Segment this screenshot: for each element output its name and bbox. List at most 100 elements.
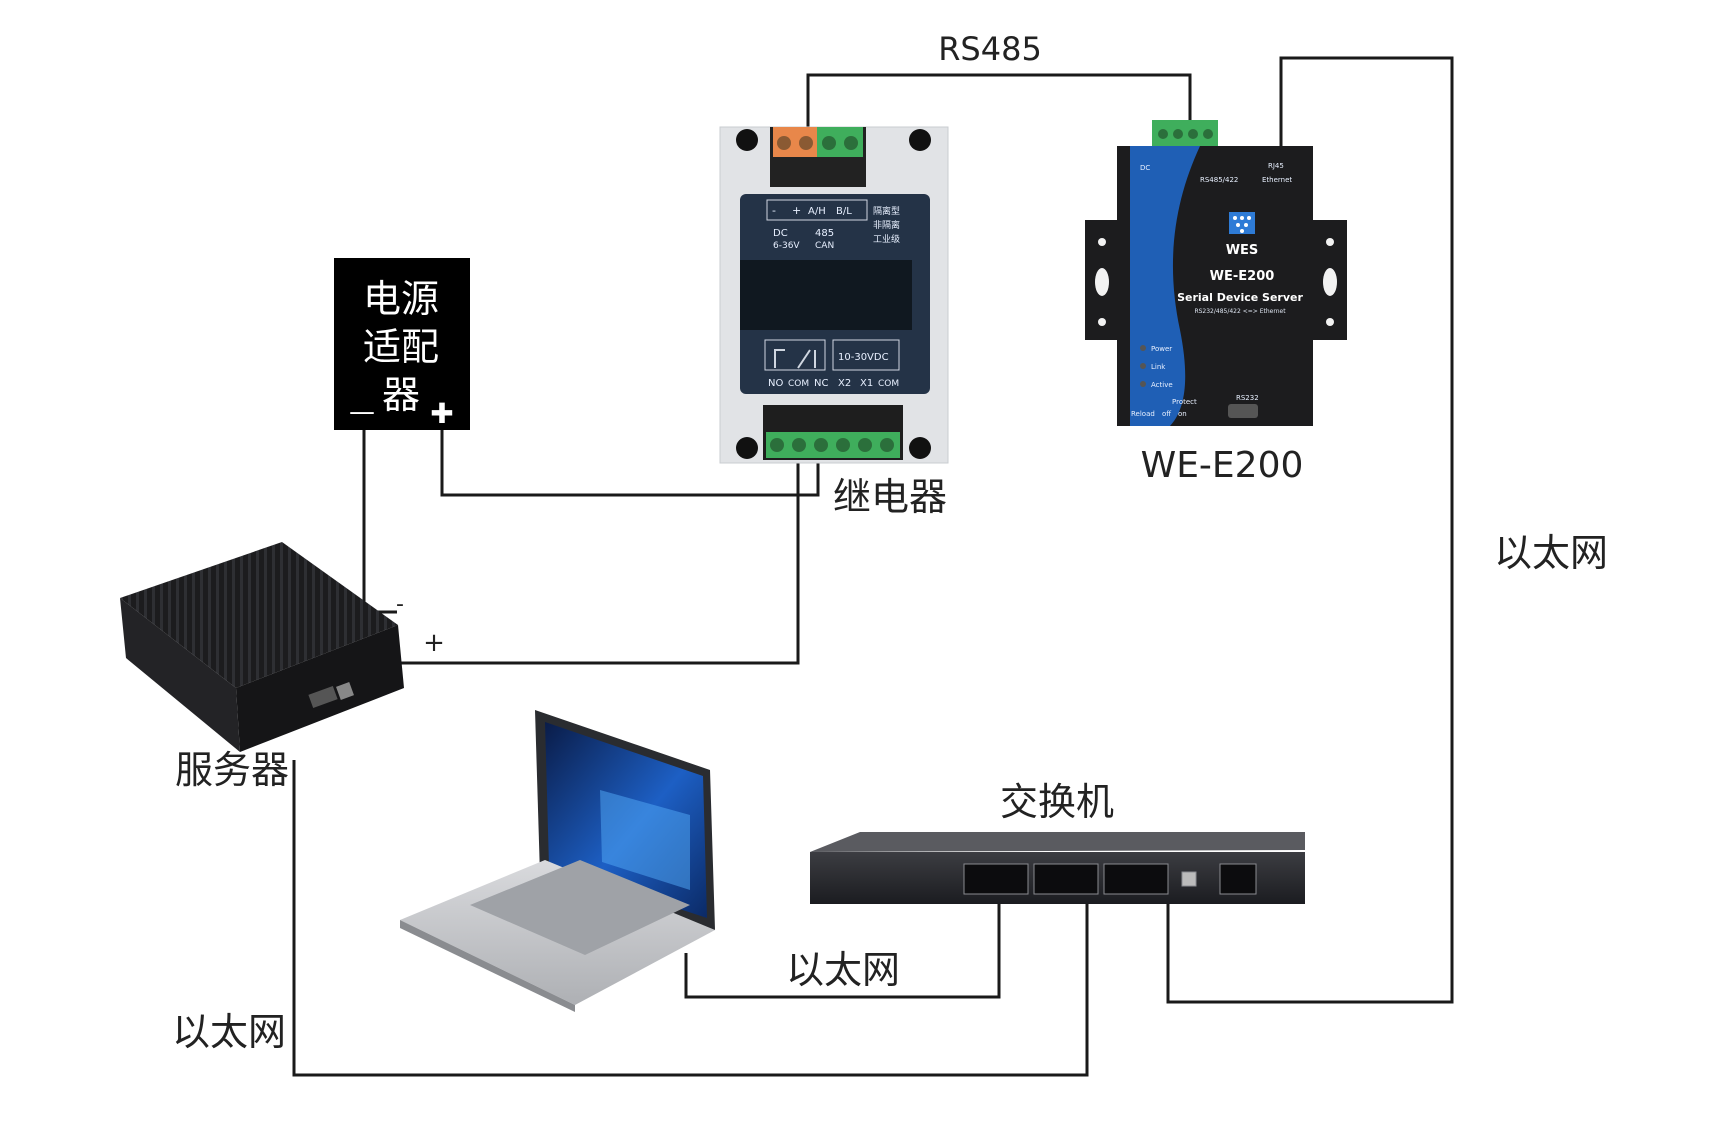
terminal-nc: NC [814, 378, 828, 389]
serial-port-icon [308, 685, 338, 709]
relay-terminal-ah: A/H [808, 206, 826, 217]
laptop [400, 710, 715, 1012]
rs485-wire [806, 73, 1192, 138]
power-adapter: 电源 适配 器 — ✚ [334, 258, 470, 430]
ethernet-label-laptop: 以太网 [786, 948, 900, 992]
ethernet-label-right: 以太网 [1494, 531, 1608, 575]
screw-icon [858, 438, 872, 452]
relay-terminal-bl: B/L [836, 206, 852, 217]
mount-hole-icon [1326, 238, 1334, 246]
we-e200-reload: Reload [1131, 410, 1155, 418]
we-e200-led-power: Power [1151, 345, 1172, 353]
screw-icon [822, 136, 836, 150]
power-adapter-label-line3: 器 [382, 373, 420, 417]
server-ethernet-wire [292, 760, 1089, 1077]
relay-label-panel [740, 260, 912, 330]
wires [292, 56, 1454, 1077]
terminal-x1: X1 [860, 378, 873, 389]
mount-slot-icon [1323, 268, 1337, 296]
we-e200-off: off [1162, 410, 1171, 418]
we-e200-rj45-label: RJ45 [1268, 162, 1284, 170]
server-minus-label: - [396, 592, 404, 617]
we-e200-subtitle: Serial Device Server [1177, 291, 1303, 304]
relay-top-terminal-legend [766, 199, 868, 221]
we-e200-dc-label: DC [1140, 164, 1150, 172]
relay-can-label: CAN [815, 241, 834, 251]
we-e200-brand: WES [1226, 243, 1259, 258]
relay-bottom-legend: NO COM NC X2 X1 COM [768, 378, 899, 389]
led-icon [1140, 363, 1146, 369]
terminal-com: COM [788, 379, 809, 389]
relay-note-industrial: 工业级 [873, 233, 900, 245]
laptop-front-edge [400, 920, 575, 1012]
switch-port-group-1 [963, 863, 1029, 895]
relay-voltage-in: 6-36V [773, 241, 800, 251]
mount-hole-icon [1098, 318, 1106, 326]
mount-hole-icon [1326, 318, 1334, 326]
network-switch [810, 832, 1305, 904]
screw-icon [770, 438, 784, 452]
we-e200-led-active: Active [1151, 381, 1173, 389]
relay-dc-label: DC [773, 228, 788, 239]
terminal-com-2: COM [878, 379, 899, 389]
server-plus-wire [397, 455, 800, 665]
server-label: 服务器 [175, 748, 289, 792]
sfp-port-group [1219, 863, 1257, 895]
server-plus-label: + [423, 628, 445, 658]
we-e200-ethernet-label: Ethernet [1262, 176, 1292, 184]
power-adapter-box [334, 258, 470, 430]
relay-contact-box [764, 339, 826, 371]
server-side-face [120, 598, 240, 752]
power-minus-terminal: — [349, 397, 375, 427]
relay-coil-voltage: 10-30VDC [838, 352, 889, 363]
screw-icon [836, 438, 850, 452]
server-top-fins [120, 542, 398, 688]
ethernet-wire-right [1166, 56, 1454, 1004]
screw-icon [799, 136, 813, 150]
screw-icon [844, 136, 858, 150]
power-minus-wire [362, 424, 397, 614]
we-e200-model: WE-E200 [1210, 269, 1275, 284]
switch-top [810, 832, 1305, 852]
power-plus-terminal: ✚ [430, 397, 453, 430]
power-adapter-label-line2: 适配 [363, 325, 439, 369]
power-adapter-label-line1: 电源 [363, 277, 439, 321]
relay-label: 继电器 [833, 475, 947, 519]
relay-voltage-box [832, 339, 900, 371]
terminal-no: NO [768, 378, 783, 389]
db9-port-icon [1228, 404, 1258, 418]
laptop-keyboard [470, 860, 690, 955]
uplink-port-icon [1181, 871, 1197, 887]
screw-icon [1173, 129, 1183, 139]
server-front-face [236, 625, 404, 752]
screw-icon [1158, 129, 1168, 139]
relay-note-isolated: 隔离型 [873, 205, 900, 217]
screw-icon [777, 136, 791, 150]
we-e200-on: on [1178, 410, 1187, 418]
wes-logo-icon [1229, 212, 1255, 234]
laptop-ethernet-wire [684, 902, 1001, 999]
relay-switch-icon [774, 349, 816, 369]
power-plus-wire [440, 424, 820, 497]
mount-hole-icon [1098, 238, 1106, 246]
mount-hole-icon [736, 129, 758, 151]
windows-logo-icon [600, 790, 690, 890]
ethernet-label-server: 以太网 [172, 1010, 286, 1054]
switch-label: 交换机 [1000, 780, 1114, 824]
relay-module: - + A/H B/L DC 6-36V 485 CAN 隔离型 非隔离 工业级… [719, 126, 949, 464]
mount-slot-icon [1095, 268, 1109, 296]
we-e200-led-link: Link [1151, 363, 1166, 371]
terminal-x2: X2 [838, 378, 851, 389]
relay-terminal-minus: - [772, 204, 776, 217]
screw-icon [792, 438, 806, 452]
led-icon [1140, 381, 1146, 387]
ethernet-port-icon [336, 682, 354, 700]
screw-icon [1203, 129, 1213, 139]
mount-hole-icon [909, 437, 931, 459]
relay-485-label: 485 [815, 228, 834, 239]
relay-note-nonisolated: 非隔离 [873, 219, 900, 231]
screw-icon [814, 438, 828, 452]
led-icon [1140, 345, 1146, 351]
mount-hole-icon [909, 129, 931, 151]
